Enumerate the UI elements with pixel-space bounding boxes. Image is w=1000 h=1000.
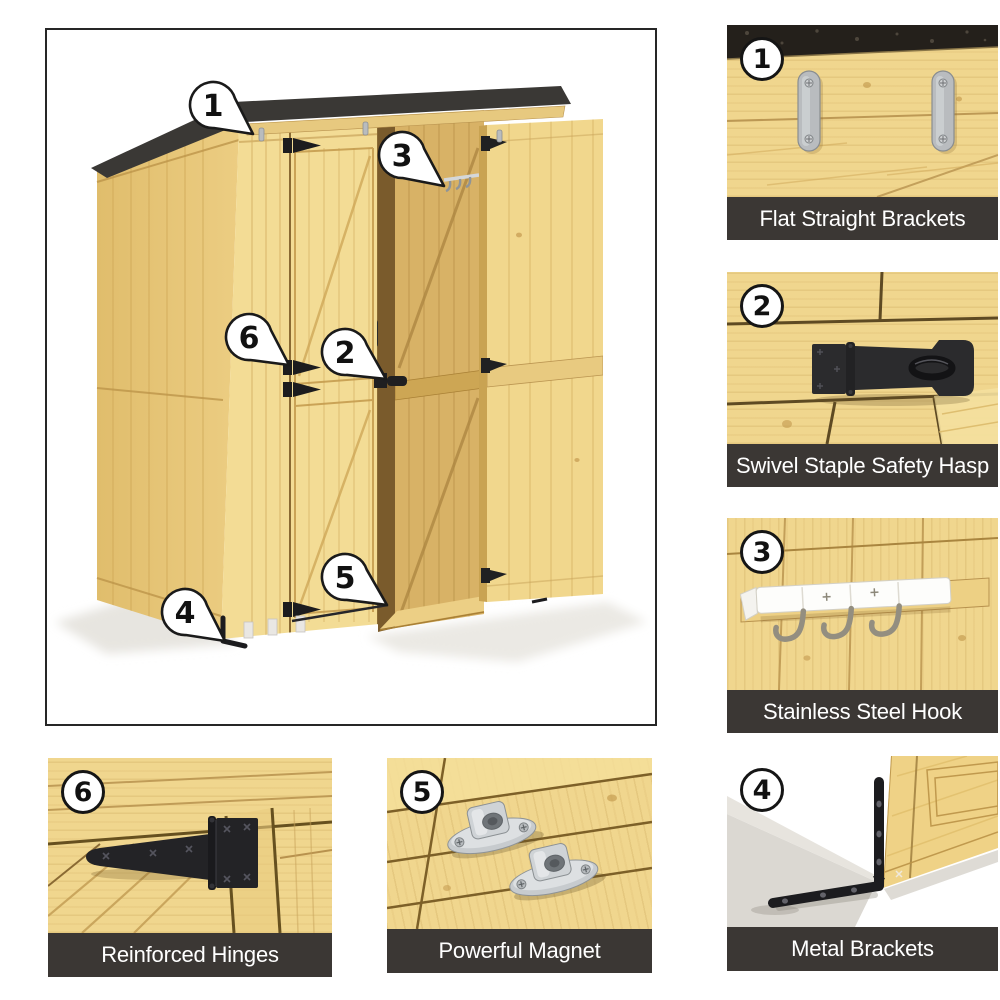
steel-hook-photo: 3 <box>727 518 998 690</box>
safety-hasp-photo: 2 <box>727 272 998 444</box>
hasp-hardware-icon <box>812 340 974 406</box>
reinforced-hinge-graphic <box>48 771 332 933</box>
hook-rack-icon <box>739 577 952 642</box>
shed-diagram-frame: 1 2 3 4 5 6 <box>45 28 657 726</box>
shed-left-wall <box>96 124 240 639</box>
svg-text:3: 3 <box>392 139 413 174</box>
t-hinge-icon <box>86 816 258 890</box>
interior-hooks-icon <box>443 173 480 193</box>
callout-bubble-6: 6 <box>224 312 291 367</box>
l-bracket-icon <box>751 777 885 915</box>
flat-bracket-icon <box>797 70 823 154</box>
panel-caption: Stainless Steel Hook <box>727 690 998 733</box>
panel-caption: Flat Straight Brackets <box>727 197 998 240</box>
feature-panel-flat-straight-brackets: 1 <box>727 25 998 240</box>
svg-text:2: 2 <box>335 336 356 371</box>
callout-number-badge: 3 <box>740 530 784 574</box>
panel-caption: Swivel Staple Safety Hasp <box>727 444 998 487</box>
flat-brackets-photo: 1 <box>727 25 998 197</box>
top-flat-brackets-icon <box>258 121 503 143</box>
callout-bubble-3: 3 <box>377 130 446 188</box>
panel-caption: Metal Brackets <box>727 927 998 971</box>
feature-panel-powerful-magnet: 5 <box>387 758 652 973</box>
callout-number-badge: 4 <box>740 768 784 812</box>
flat-brackets-graphic <box>727 25 998 197</box>
svg-text:6: 6 <box>239 321 260 356</box>
callout-layer: 1 2 3 4 5 6 <box>160 80 446 643</box>
reinforced-hinges-photo: 6 <box>48 758 332 933</box>
steel-hook-graphic <box>727 518 998 690</box>
callout-bubble-5: 5 <box>320 552 389 607</box>
right-door-open <box>479 119 603 602</box>
callout-number-badge: 1 <box>740 37 784 81</box>
feature-panel-metal-brackets: 4 <box>727 756 998 971</box>
feature-panel-safety-hasp: 2 <box>727 272 998 487</box>
safety-hasp-graphic <box>727 272 998 444</box>
metal-bracket-graphic <box>727 756 998 927</box>
callout-bubble-4: 4 <box>160 587 227 643</box>
svg-text:5: 5 <box>335 561 356 596</box>
svg-text:1: 1 <box>203 89 224 124</box>
shed-diagram: 1 2 3 4 5 6 <box>55 80 647 662</box>
threshold-line <box>291 603 389 623</box>
svg-text:4: 4 <box>175 596 196 631</box>
feature-panel-steel-hook: 3 <box>727 518 998 733</box>
panel-caption: Powerful Magnet <box>387 929 652 973</box>
panel-caption: Reinforced Hinges <box>48 933 332 977</box>
callout-number-badge: 2 <box>740 284 784 328</box>
doorway-interior <box>378 112 485 632</box>
callout-bubble-1: 1 <box>188 80 255 136</box>
metal-brackets-photo: 4 <box>727 756 998 927</box>
right-door-hinges-icon <box>481 136 507 583</box>
powerful-magnet-photo: 5 <box>387 758 652 929</box>
callout-number-badge: 6 <box>61 770 105 814</box>
left-door-hinges-icon <box>283 138 321 617</box>
magnet-graphic <box>387 758 652 929</box>
callout-number-badge: 5 <box>400 770 444 814</box>
shed-floor <box>380 596 484 629</box>
shed-base-details <box>220 597 548 649</box>
callout-bubble-2: 2 <box>320 327 388 381</box>
flat-bracket-icon <box>931 70 957 154</box>
feature-panel-reinforced-hinges: 6 <box>48 758 332 977</box>
